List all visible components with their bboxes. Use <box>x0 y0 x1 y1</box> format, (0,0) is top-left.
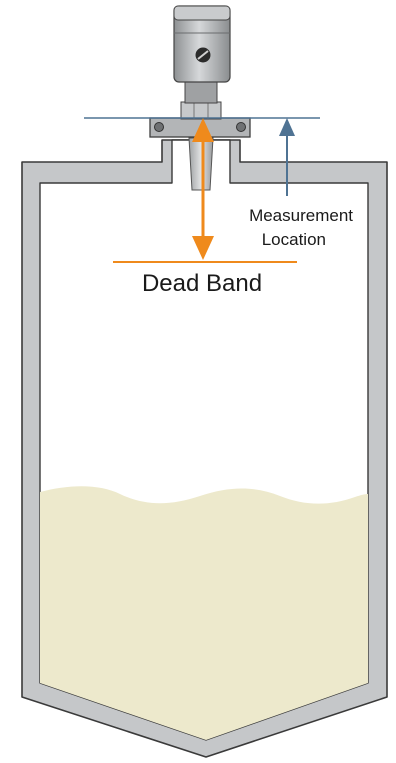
flange-bolt-right <box>236 122 246 132</box>
measurement-label-line2: Location <box>262 230 326 249</box>
dead-band-label: Dead Band <box>142 270 262 297</box>
flange-bolt-left <box>154 122 164 132</box>
screw-slot <box>197 50 209 60</box>
sensor-cap <box>173 5 231 21</box>
measurement-label-line1: Measurement <box>249 206 353 225</box>
sensor-horn <box>188 137 214 191</box>
arrow-up-icon <box>279 118 295 136</box>
sensor-hex-nut <box>180 101 222 120</box>
sensor-neck <box>184 79 218 104</box>
dead-band-arrow-up-icon <box>192 118 214 142</box>
dead-band-arrow-down-icon <box>192 236 214 260</box>
liquid-fill <box>40 486 368 740</box>
